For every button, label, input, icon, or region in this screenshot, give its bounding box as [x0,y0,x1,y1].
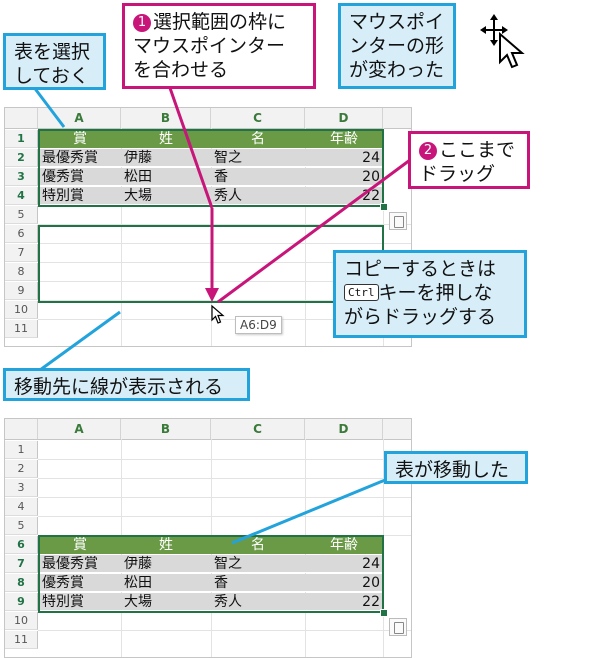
row-header-5[interactable]: 5 [5,517,38,535]
gridline [38,459,411,460]
fill-handle[interactable] [380,203,388,211]
column-header-b[interactable]: B [121,419,211,439]
row-header-1[interactable]: 1 [5,441,38,459]
row-header-7[interactable]: 7 [5,555,38,573]
table-cell[interactable]: 優秀賞 [39,574,121,592]
column-header-a[interactable]: A [38,419,121,439]
column-header-row: A B C D [5,419,411,440]
move-arrow-cursor-icon [480,14,525,69]
table-cell[interactable]: 最優秀賞 [39,555,121,573]
copy-tip-line3: がらドラッグする [344,306,497,328]
table-header-cell[interactable]: 名 [211,130,305,148]
row-header-11[interactable]: 11 [5,320,38,338]
callout-move-line: 移動先に線が表示される [3,368,250,401]
step2-text: ここまで ドラッグ [419,139,516,185]
gridline [38,478,411,479]
row-header-1[interactable]: 1 [5,130,38,148]
table-cell[interactable]: 香 [211,574,305,592]
table-cell[interactable]: 22 [305,593,383,611]
callout-pointer-shape: マウスポイ ンターの形 が変わった [338,3,456,89]
row-header-4[interactable]: 4 [5,187,38,205]
selection-border[interactable] [38,129,384,207]
row-header-2[interactable]: 2 [5,460,38,478]
row-header-10[interactable]: 10 [5,612,38,630]
arrow-pointer-icon [211,305,225,324]
range-tooltip: A6:D9 [235,316,282,334]
gridline [121,128,122,346]
row-header-8[interactable]: 8 [5,263,38,281]
callout-select-table: 表を選択 しておく [3,33,106,90]
row-header-10[interactable]: 10 [5,301,38,319]
row-header-2[interactable]: 2 [5,149,38,167]
table-cell[interactable]: 最優秀賞 [39,149,121,167]
table-cell[interactable]: 松田 [121,574,211,592]
corner-select-all[interactable] [5,108,38,128]
row-header-11[interactable]: 11 [5,631,38,649]
quick-analysis-icon[interactable] [389,618,407,636]
table-header-cell[interactable]: 姓 [121,536,211,554]
row-header-9[interactable]: 9 [5,282,38,300]
selection-border[interactable] [38,535,384,613]
column-header-d[interactable]: D [305,419,383,439]
table-cell[interactable]: 秀人 [211,593,305,611]
column-header-a[interactable]: A [38,108,121,128]
gridline [38,497,411,498]
row-header-6[interactable]: 6 [5,225,38,243]
row-header-3[interactable]: 3 [5,479,38,497]
row-header-7[interactable]: 7 [5,244,38,262]
step1-text: 選択範囲の枠に マウスポインター を合わせる [133,11,287,81]
column-header-b[interactable]: B [121,108,211,128]
table-cell[interactable]: 特別賞 [39,187,121,205]
table-cell[interactable]: 優秀賞 [39,168,121,186]
gridline [38,319,411,320]
table-header-cell[interactable]: 年齢 [305,130,383,148]
row-header-9[interactable]: 9 [5,593,38,611]
row-header-3[interactable]: 3 [5,168,38,186]
row-header-8[interactable]: 8 [5,574,38,592]
step1-number-badge: 1 [133,14,151,32]
table-cell[interactable]: 20 [305,574,383,592]
copy-tip-line1: コピーするときは [344,258,497,280]
callout-moved: 表が移動した [384,451,528,484]
table-cell[interactable]: 大場 [121,593,211,611]
fill-handle[interactable] [380,609,388,617]
table-header-cell[interactable]: 賞 [39,130,121,148]
row-header-5[interactable]: 5 [5,206,38,224]
table-cell[interactable]: 特別賞 [39,593,121,611]
table-cell[interactable]: 智之 [211,555,305,573]
gridline [38,516,411,517]
column-header-c[interactable]: C [211,419,305,439]
quick-analysis-icon[interactable] [389,212,407,230]
spreadsheet-after: A B C D 1 2 3 4 5 6 7 8 9 10 11 賞 姓 名 年齢… [4,418,412,658]
column-header-row: A B C D [5,108,411,129]
copy-tip-line2: キーを押しな [378,282,493,304]
gridline [38,630,411,631]
ctrl-key-icon: Ctrl [344,284,379,301]
step2-number-badge: 2 [419,142,437,160]
table-cell[interactable]: 伊藤 [121,555,211,573]
table-cell[interactable]: 24 [305,555,383,573]
column-header-c[interactable]: C [211,108,305,128]
row-header-6[interactable]: 6 [5,536,38,554]
column-header-d[interactable]: D [305,108,383,128]
table-header-cell[interactable]: 賞 [39,536,121,554]
corner-select-all[interactable] [5,419,38,439]
row-header-4[interactable]: 4 [5,498,38,516]
